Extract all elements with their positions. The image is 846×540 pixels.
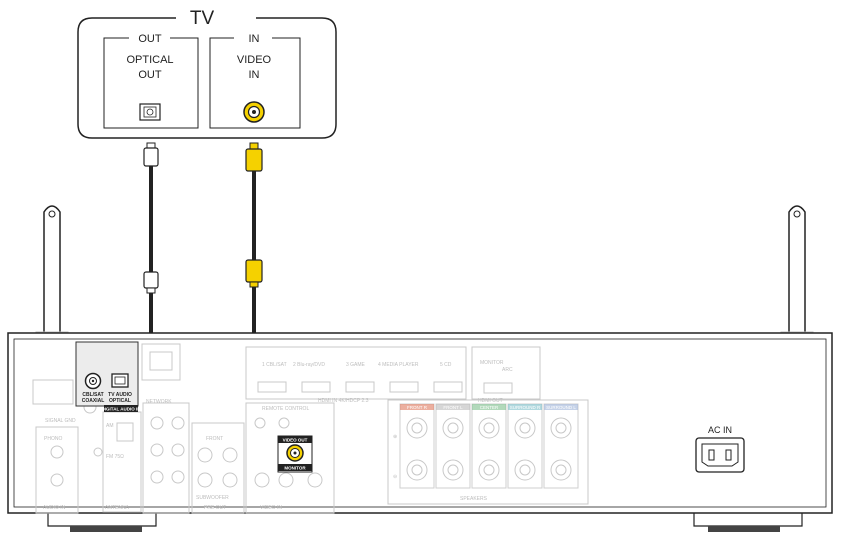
tv-panel: TV OUT OPTICAL OUT IN VIDEO IN: [77, 8, 337, 139]
speaker-channel-4: SURROUND R: [507, 403, 543, 489]
hdmi-in-label: HDMI IN 4K/HDCP 2.3: [318, 398, 369, 404]
hdmi-in-4-label: 4 MEDIA PLAYER: [378, 362, 419, 368]
remote-control-label: REMOTE CONTROL: [262, 406, 309, 412]
hdmi-in-panel: 1 CBL/SAT 2 Blu-ray/DVD 3 GAME 4 MEDIA P…: [245, 346, 467, 404]
tv-out-header: OUT: [138, 33, 162, 45]
hdmi-out-panel: MONITOR ARC HDMI OUT: [471, 346, 541, 404]
tv-optical-out-label-1: OPTICAL: [126, 54, 173, 66]
phono-label: PHONO: [44, 436, 62, 442]
video-in-label: VIDEO IN: [260, 505, 282, 511]
digital-audio-in-label: DIGITAL AUDIO IN: [102, 407, 141, 412]
front-preout-label: FRONT: [206, 436, 223, 442]
hdmi-out-arc-label: ARC: [502, 367, 513, 373]
ghost-labels: SIGNAL GND PHONO AUDIO IN AM FM 75Ω ANTE…: [43, 399, 309, 511]
ac-in-label: AC IN: [708, 425, 732, 435]
svg-text:⊕: ⊕: [393, 434, 397, 440]
speaker-channel-label: CENTER: [480, 405, 499, 410]
tv-in-section: IN VIDEO IN: [209, 33, 301, 129]
speaker-channel-label: SURROUND R: [510, 405, 541, 410]
coaxial-label-2: COAXIAL: [82, 398, 105, 404]
network-label: NETWORK: [146, 399, 172, 405]
optical-in-port-icon: [111, 373, 129, 388]
speakers-label: SPEAKERS: [460, 496, 488, 502]
receiver-chassis: [7, 332, 833, 514]
video-out-panel: VIDEO OUT MONITOR: [277, 435, 313, 473]
video-out-jack-icon: [286, 444, 304, 462]
video-out-label: VIDEO OUT: [283, 438, 308, 443]
svg-text:⊖: ⊖: [393, 474, 397, 480]
speaker-channel-label: FRONT R: [407, 405, 428, 410]
left-panel-ghost: [32, 343, 335, 514]
fm-label: FM 75Ω: [106, 454, 124, 460]
coaxial-jack-icon: [84, 372, 102, 390]
tv-video-in-label-2: IN: [249, 69, 260, 81]
tv-video-in-label-1: VIDEO: [237, 54, 272, 66]
speaker-terminals: ⊕ ⊖ FRONT R FRONT L CENTER SURROUND R SURROU…: [387, 399, 589, 505]
speaker-channel-2: FRONT L: [435, 403, 471, 489]
ac-inlet-icon: [695, 437, 745, 473]
tv-optical-out-label-2: OUT: [138, 69, 162, 81]
speaker-channel-3: CENTER: [471, 403, 507, 489]
tv-audio-label-2: OPTICAL: [109, 398, 131, 404]
video-in-jack-icon: [243, 101, 265, 123]
hdmi-in-2-label: 2 Blu-ray/DVD: [293, 362, 325, 368]
ac-inlet: AC IN: [695, 425, 745, 473]
tv-title: TV: [190, 8, 215, 29]
subwoofer-label: SUBWOOFER: [196, 495, 229, 501]
tv-audio-label-1: TV AUDIO: [108, 392, 132, 398]
tv-in-header: IN: [249, 33, 260, 45]
digital-audio-in-panel: CBL/SAT COAXIAL TV AUDIO OPTICAL DIGITAL…: [75, 341, 141, 412]
receiver-feet: [47, 513, 803, 532]
tv-out-section: OUT OPTICAL OUT: [103, 33, 199, 129]
hdmi-in-3-label: 3 GAME: [346, 362, 366, 368]
speaker-channel-label: FRONT L: [443, 405, 463, 410]
am-label: AM: [106, 423, 114, 429]
monitor-label: MONITOR: [284, 466, 306, 471]
speaker-channel-5: SURROUND L: [543, 403, 579, 489]
coaxial-label-1: CBL/SAT: [82, 392, 103, 398]
audio-in-label: AUDIO IN: [43, 505, 66, 511]
hdmi-in-5-label: 5 CD: [440, 362, 452, 368]
hdmi-out-label: HDMI OUT: [478, 398, 503, 404]
antenna-label: ANTENNA: [105, 505, 130, 511]
speaker-channel-1: FRONT R: [399, 403, 435, 489]
hdmi-out-monitor-label: MONITOR: [480, 360, 504, 366]
speaker-channel-label: SURROUND L: [546, 405, 576, 410]
pre-out-label: PRE OUT: [204, 505, 226, 511]
receiver: SIGNAL GND PHONO AUDIO IN AM FM 75Ω ANTE…: [7, 205, 833, 532]
signal-gnd-label: SIGNAL GND: [45, 418, 76, 424]
optical-out-port-icon: [139, 103, 161, 121]
hdmi-in-1-label: 1 CBL/SAT: [262, 362, 287, 368]
